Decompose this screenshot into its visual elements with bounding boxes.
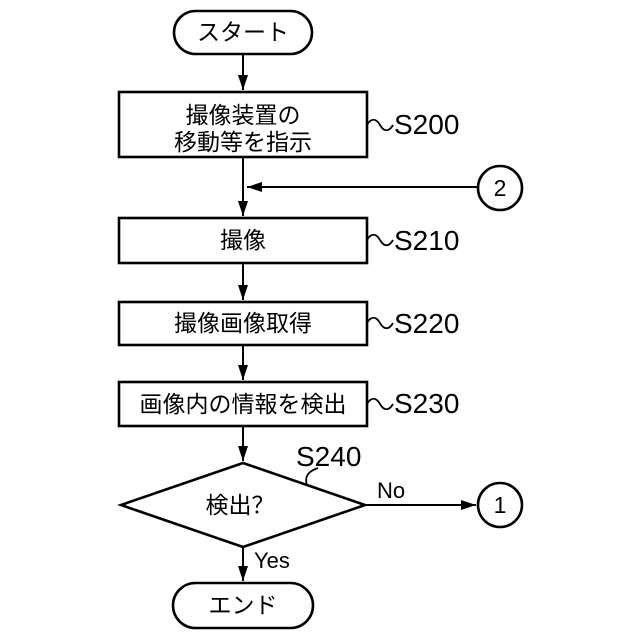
s200-label-line1: 撮像装置の [186, 102, 301, 128]
process-box-s220 [117, 300, 369, 347]
connector-1-number: 1 [494, 492, 507, 518]
connector-2-number: 2 [494, 175, 507, 201]
s230-label: 画像内の情報を検出 [140, 391, 347, 417]
start-terminal-label: スタート [197, 19, 289, 45]
decision-label: 検出？ [206, 492, 275, 518]
branch-label-no: No [377, 478, 405, 503]
leader-squiggle-s240 [305, 467, 319, 486]
s210-label: 撮像 [220, 227, 266, 253]
step-id-s200: S200 [394, 109, 459, 140]
step-id-s210: S210 [394, 225, 459, 256]
decision-diamond-s240 [117, 461, 369, 549]
leader-squiggle-s200 [366, 118, 394, 132]
process-box-s210 [117, 216, 369, 265]
process-box-s230 [117, 380, 369, 428]
s200-label-line2: 移動等を指示 [174, 129, 312, 155]
leader-squiggle-s220 [366, 316, 394, 330]
branch-label-yes: Yes [254, 548, 290, 573]
process-box-s200 [117, 90, 369, 159]
step-id-s240: S240 [296, 441, 361, 472]
step-id-s230: S230 [394, 388, 459, 419]
step-id-s220: S220 [394, 308, 459, 339]
leader-squiggle-s230 [366, 397, 394, 411]
connector-circle-2 [476, 164, 524, 212]
s220-label: 撮像画像取得 [174, 310, 312, 336]
end-terminal-label: エンド [209, 592, 278, 618]
connector-circle-1 [476, 481, 524, 529]
leader-squiggle-s210 [366, 233, 394, 247]
end-terminal [171, 581, 315, 630]
start-terminal [172, 9, 314, 56]
